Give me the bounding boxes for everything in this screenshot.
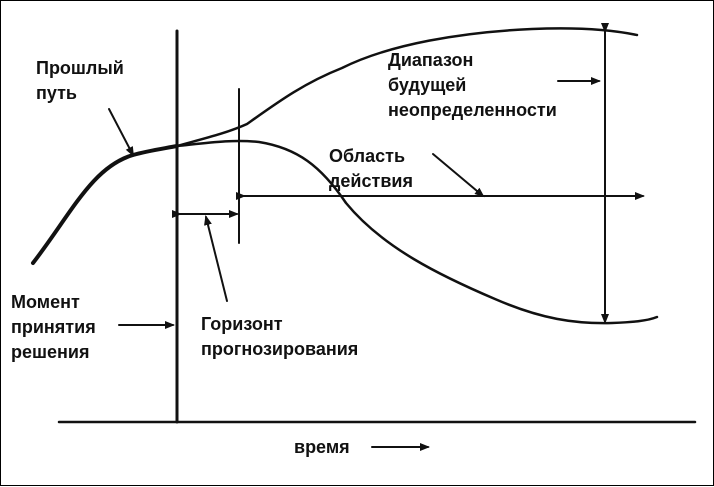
decision-moment-label-line-2: принятия [11, 317, 96, 337]
forecast-horizon-label: Горизонт прогнозирования [201, 312, 358, 362]
uncertainty-range-label: Диапазон будущей неопределенности [388, 48, 557, 123]
forecast-horizon-label-line-2: прогнозирования [201, 339, 359, 359]
past-path-pointer-arrow [108, 108, 134, 157]
uncertainty-range-label-line-1: Диапазон [388, 50, 474, 70]
upper-uncertainty-curve [175, 27, 639, 148]
forecast-horizon-pointer-arrow [204, 215, 228, 302]
uncertainty-range-label-line-2: будущей [388, 75, 467, 95]
past-path-label: Прошлый путь [36, 56, 124, 106]
action-area-label-line-2: действия [329, 171, 413, 191]
uncertainty-range-label-line-3: неопределенности [388, 100, 557, 120]
lower-uncertainty-curve [175, 139, 659, 325]
action-area-pointer-arrow [432, 153, 485, 198]
decision-moment-label: Момент принятия решения [11, 290, 96, 365]
action-area-label-line-1: Область [329, 146, 406, 166]
action-area-label: Область действия [329, 144, 413, 194]
decision-moment-label-line-1: Момент [11, 292, 80, 312]
past-path-label-line-1: Прошлый [36, 58, 124, 78]
time-axis-label: время [294, 437, 350, 457]
decision-moment-label-line-3: решения [11, 342, 90, 362]
past-path-curve [31, 144, 179, 265]
forecast-horizon-label-line-1: Горизонт [201, 314, 283, 334]
past-path-label-line-2: путь [36, 83, 77, 103]
